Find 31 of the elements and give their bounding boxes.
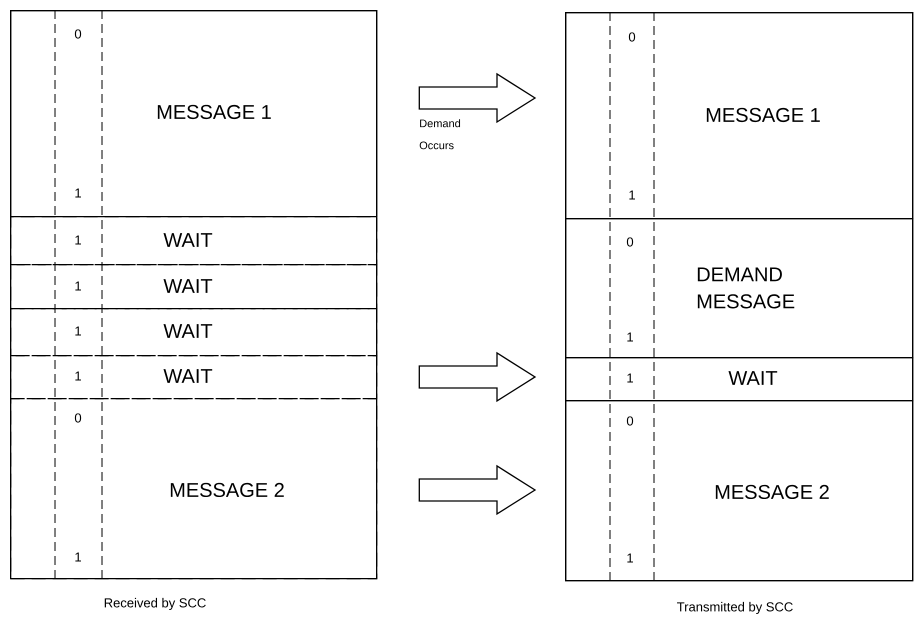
bit-value: 1	[73, 326, 83, 336]
bit-value: 0	[627, 31, 637, 43]
bit-value: 1	[625, 332, 635, 342]
segment-label: WAIT	[163, 279, 212, 293]
bit-value: 0	[625, 236, 635, 248]
segment-label: MESSAGE 1	[706, 108, 820, 122]
block-arrow	[418, 464, 536, 516]
frame-caption: Received by SCC	[104, 598, 206, 610]
bit-value: 1	[625, 552, 635, 564]
bit-value: 0	[73, 28, 83, 40]
frame-caption: Transmitted by SCC	[677, 602, 793, 614]
bit-value: 1	[73, 188, 83, 198]
segment-label: WAIT	[163, 324, 212, 338]
bit-value: 1	[73, 280, 83, 292]
bit-value: 1	[73, 552, 83, 562]
segment-label: WAIT	[163, 369, 212, 383]
segment-label: MESSAGE 2	[716, 484, 829, 500]
bit-value: 1	[73, 234, 83, 246]
bit-value: 1	[73, 370, 83, 382]
segment-label: WAIT	[728, 371, 778, 385]
segment-label: MESSAGE 2	[170, 482, 284, 498]
bit-value: 0	[625, 415, 635, 427]
block-arrow	[418, 72, 536, 124]
segment-label: DEMAND MESSAGE	[698, 268, 794, 308]
segment-label: MESSAGE 1	[158, 104, 271, 120]
edge-label: Demand Occurs	[420, 119, 460, 150]
bit-value: 1	[627, 190, 637, 200]
bit-value: 1	[625, 372, 635, 384]
bit-value: 0	[73, 412, 83, 424]
segment-label: WAIT	[163, 233, 212, 247]
block-arrow	[418, 352, 536, 402]
